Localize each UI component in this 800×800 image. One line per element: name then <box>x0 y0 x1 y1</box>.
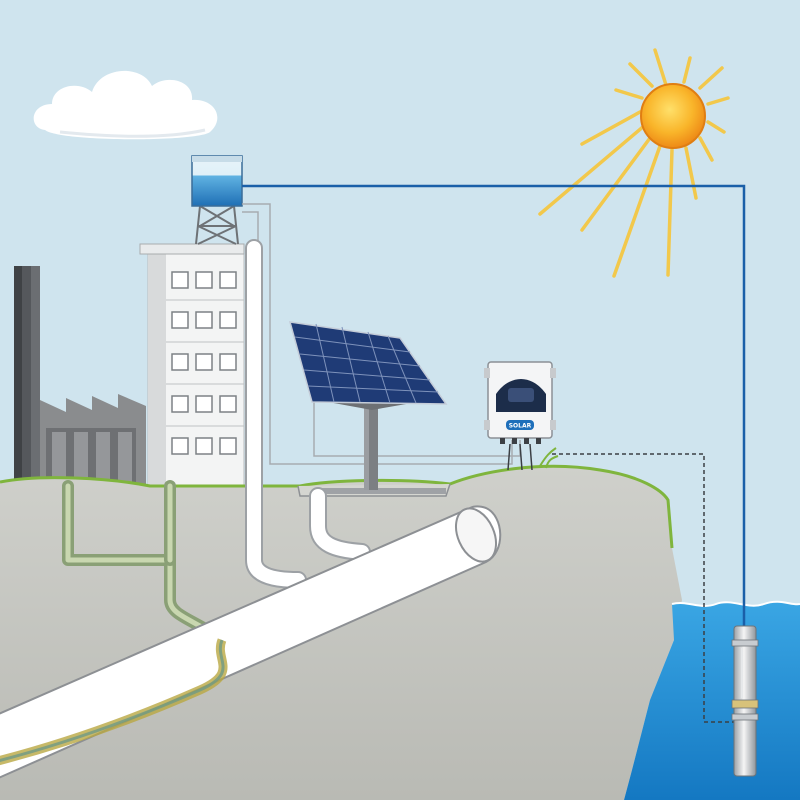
main-pipeline <box>0 505 502 779</box>
cloud-icon <box>33 70 218 140</box>
submersible-pump-icon <box>731 625 759 777</box>
sensor-cable <box>552 453 736 723</box>
pump-controller-icon: SOLAR <box>484 361 559 471</box>
controller-label: SOLAR <box>509 423 532 430</box>
water-tower-icon <box>191 155 243 245</box>
sun-icon <box>538 48 730 278</box>
pump-cable <box>242 184 746 630</box>
building-icon <box>139 243 245 491</box>
ground <box>0 464 682 800</box>
solar-panel-icon <box>288 321 448 490</box>
